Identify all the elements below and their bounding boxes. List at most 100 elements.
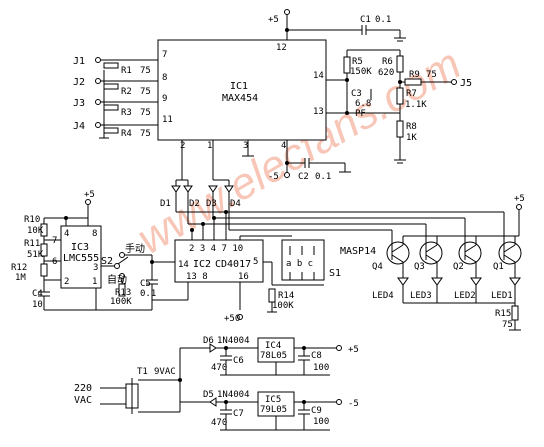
r3-body — [103, 104, 119, 111]
led2-symbol — [470, 277, 482, 286]
c5-value: 0.1 — [140, 289, 156, 299]
ic1-pin1: 1 — [207, 141, 212, 151]
ic1-part: MAX454 — [222, 93, 258, 104]
c7-value: 470 — [211, 418, 227, 428]
ic3-pin2: 2 — [64, 277, 69, 287]
d5-ref: D5 — [203, 390, 214, 400]
ic2-pin16: 16 — [238, 272, 249, 282]
ic3-pin6: 6 — [52, 257, 57, 267]
d3-diode — [208, 185, 218, 193]
ic1-pin13: 13 — [313, 107, 324, 117]
c8-ref: C8 — [311, 351, 322, 361]
d2-label: D2 — [189, 199, 200, 209]
svg-text:J1: J1 — [73, 56, 85, 67]
ic1-pin14: 14 — [313, 71, 324, 81]
plus5-label-timer: +5 — [84, 190, 95, 200]
r7-body — [396, 87, 404, 105]
c2-ref: C2 — [298, 172, 309, 182]
led1-symbol — [509, 277, 521, 286]
c5-ref: C5 — [140, 279, 151, 289]
ic3-pin3: 3 — [93, 263, 98, 273]
r5-value: 150K — [350, 67, 372, 77]
s2-auto-contact — [119, 273, 125, 279]
ic3-body — [60, 225, 102, 289]
r11-value: 51K — [27, 250, 44, 260]
ic5-part: 79L05 — [260, 405, 287, 415]
j5-terminal — [451, 79, 457, 85]
d3-label: D3 — [206, 199, 217, 209]
q1-label: Q1 — [493, 262, 504, 272]
ic2-top-pins: 2 3 4 7 10 — [189, 244, 243, 254]
r2-value: 75 — [140, 87, 151, 97]
ic1-pin2: 2 — [180, 141, 185, 151]
r9-value: 75 — [426, 70, 437, 80]
led4-symbol — [397, 277, 409, 286]
r1-value: 75 — [140, 66, 151, 76]
r9-ref: R9 — [409, 70, 420, 80]
input-j4: J4 — [73, 121, 158, 134]
c6-value: 470 — [211, 363, 227, 373]
r6-value: 620 — [378, 68, 394, 78]
r15-body — [511, 305, 519, 321]
led4-label: LED4 — [372, 291, 394, 301]
d4-label: D4 — [230, 199, 241, 209]
ic1-pin12: 12 — [276, 43, 287, 53]
plus5-output — [336, 345, 342, 351]
ic4-part: 78L05 — [260, 351, 287, 361]
c7-ref: C7 — [233, 409, 244, 419]
led1-label: LED1 — [491, 291, 513, 301]
ic3-pin7: 7 — [52, 236, 57, 246]
r1-body — [103, 62, 119, 69]
transistor-type: MASP14 — [340, 246, 376, 257]
r12-value: 1M — [15, 273, 26, 283]
transistor-q3 — [419, 236, 443, 265]
ic3-pin8: 8 — [92, 229, 97, 239]
r1-ref: R1 — [121, 66, 132, 76]
c8-value: 100 — [313, 363, 329, 373]
s2-label: S2 — [101, 256, 113, 267]
ic1-pin9: 9 — [162, 94, 167, 104]
plus5-label-leds: +5 — [514, 194, 525, 204]
r13-body — [118, 283, 126, 297]
r11-ref: R11 — [24, 239, 40, 249]
ic1-pin8: 8 — [162, 73, 167, 83]
secondary-label: 9VAC — [154, 367, 176, 377]
ic1-pin4: 4 — [281, 141, 286, 151]
r10-ref: R10 — [24, 215, 40, 225]
ic1-pin7: 7 — [162, 50, 167, 60]
svg-text:J3: J3 — [73, 98, 85, 109]
s2-pole — [114, 263, 120, 269]
plus5-label-top: +5 — [268, 15, 279, 25]
ic1-body — [157, 39, 327, 141]
ic2-bottom-pins: 13 8 — [186, 272, 208, 282]
ic5-body — [257, 391, 295, 417]
minus5-label-top: -5 — [268, 172, 279, 182]
mains-voltage: 220 — [74, 383, 92, 394]
r15-ref: R15 — [495, 309, 511, 319]
q3-label: Q3 — [414, 262, 425, 272]
c9-ref: C9 — [311, 406, 322, 416]
d5-part: 1N4004 — [217, 390, 250, 400]
c4-ref: C4 — [32, 289, 43, 299]
r2-ref: R2 — [121, 87, 132, 97]
r10-body — [40, 223, 48, 237]
ic3-pin1: 1 — [92, 277, 97, 287]
led3-symbol — [431, 277, 443, 286]
plus5-output-label: +5 — [348, 345, 359, 355]
r9-body — [404, 78, 422, 86]
r6-ref: R6 — [382, 57, 393, 67]
c2-value: 0.1 — [315, 172, 331, 182]
d6-part: 1N4004 — [217, 336, 250, 346]
c3-value: 6.8 — [355, 99, 371, 109]
r5-body — [343, 56, 351, 74]
ic1-name: IC1 — [230, 81, 248, 92]
plus5-terminal-leds — [516, 204, 522, 210]
ic3-name: IC3 — [71, 242, 89, 253]
t1-label: T1 — [137, 367, 148, 377]
ic5-name: IC5 — [265, 395, 281, 405]
ic4-name: IC4 — [265, 341, 281, 351]
ic2-pin14: 14 — [178, 260, 189, 270]
s2-manual-contact — [119, 252, 125, 258]
input-j1: J1 — [73, 56, 158, 69]
